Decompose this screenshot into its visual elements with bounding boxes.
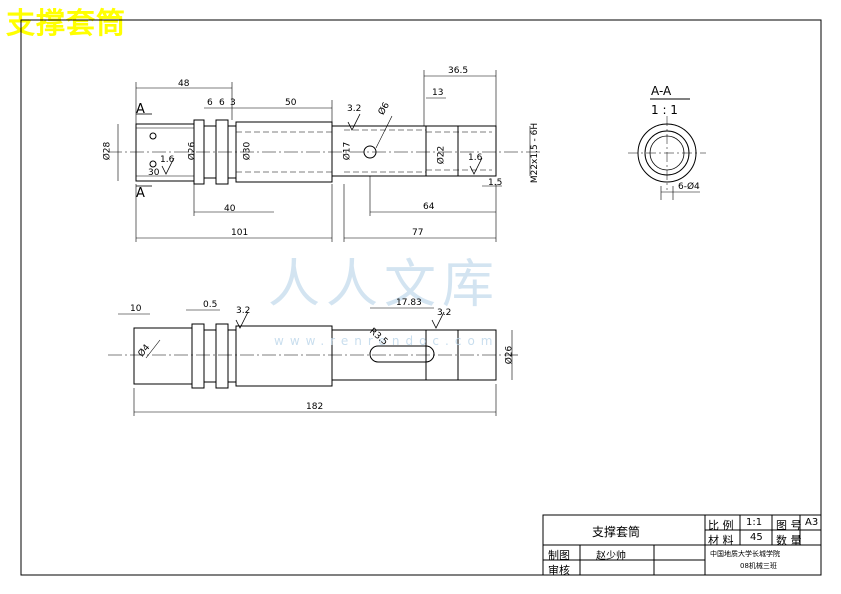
tb-material-value: 45 [750, 532, 763, 543]
top-small-hole-2 [149, 160, 157, 168]
tb-qty-label: 数 量 [776, 534, 802, 547]
roughness-3-2: 3.2 [347, 104, 362, 114]
dim-64: 64 [423, 202, 435, 212]
dia-6: Ø6 [376, 100, 392, 118]
tb-scale-label: 比 例 [708, 519, 734, 532]
tb-sheet-value: A3 [805, 517, 819, 528]
dim-182: 182 [306, 402, 324, 412]
dim-6b: 6 [219, 98, 225, 108]
bottom-view [108, 307, 520, 416]
section-scale: 1 : 1 [651, 103, 678, 117]
roughness-3-2b: 3.2 [437, 308, 452, 318]
watermark-url: www.renrendoc.com [274, 334, 499, 348]
thread-spec: M22x1.5 - 6H [530, 122, 541, 184]
dia-22: Ø22 [436, 145, 447, 165]
dia-30: Ø30 [242, 141, 253, 161]
dim-77: 77 [412, 228, 424, 238]
roughness-1-6b: 1.6 [468, 153, 483, 163]
roughness-3-2a: 3.2 [236, 306, 251, 316]
sheet-border [20, 19, 822, 576]
dim-1-5: 1.5 [488, 178, 503, 188]
dia-17: Ø17 [342, 141, 353, 161]
dim-6a: 6 [207, 98, 213, 108]
tb-school: 中国地质大学长城学院 [710, 550, 780, 558]
section-a-a [628, 98, 706, 200]
tb-sheet-label: 图 号 [776, 519, 802, 532]
section-mark-bottom: A [136, 186, 145, 201]
tb-scale-value: 1:1 [746, 517, 763, 528]
dia-26: Ø26 [187, 141, 198, 161]
dim-13: 13 [432, 88, 444, 98]
tb-checked-label: 审核 [548, 564, 570, 577]
section-label: A-A [651, 84, 672, 98]
top-small-hole-1 [149, 132, 157, 140]
radius-3-5: R3.5 [367, 326, 390, 348]
top-pin-hole [363, 145, 377, 159]
dim-0-5: 0.5 [203, 300, 218, 310]
tb-drawn-name: 赵少帅 [596, 551, 626, 562]
dim-36-5: 36.5 [448, 66, 469, 76]
top-view [108, 70, 540, 242]
top-right-section [331, 125, 497, 177]
overlay-title: 支撑套筒 [6, 6, 127, 40]
bottom-slot [369, 345, 435, 363]
roughness-1-6a: 1.6 [160, 155, 175, 165]
dim-48: 48 [178, 79, 190, 89]
dia-4: Ø4 [136, 342, 153, 360]
watermark-text: 人人文库 [268, 255, 501, 315]
dim-10: 10 [130, 304, 142, 314]
tb-part-name: 支撑套筒 [592, 525, 641, 539]
dia-28: Ø28 [102, 141, 113, 161]
dim-101: 101 [231, 228, 249, 238]
tb-material-label: 材 料 [708, 534, 734, 547]
section-mark-top: A [136, 102, 145, 117]
tb-class: 08机械三班 [740, 562, 777, 570]
dia-26-bottom: Ø26 [504, 345, 515, 365]
holes-callout: 6-Ø4 [678, 182, 700, 192]
title-block [542, 514, 822, 576]
dim-50: 50 [285, 98, 297, 108]
dim-3: 3 [230, 98, 236, 108]
dim-17-83: 17.83 [396, 298, 422, 308]
bottom-right-section [331, 329, 497, 381]
dim-30: 30 [148, 168, 160, 178]
tb-drawn-label: 制图 [548, 549, 570, 562]
dim-40: 40 [224, 204, 236, 214]
